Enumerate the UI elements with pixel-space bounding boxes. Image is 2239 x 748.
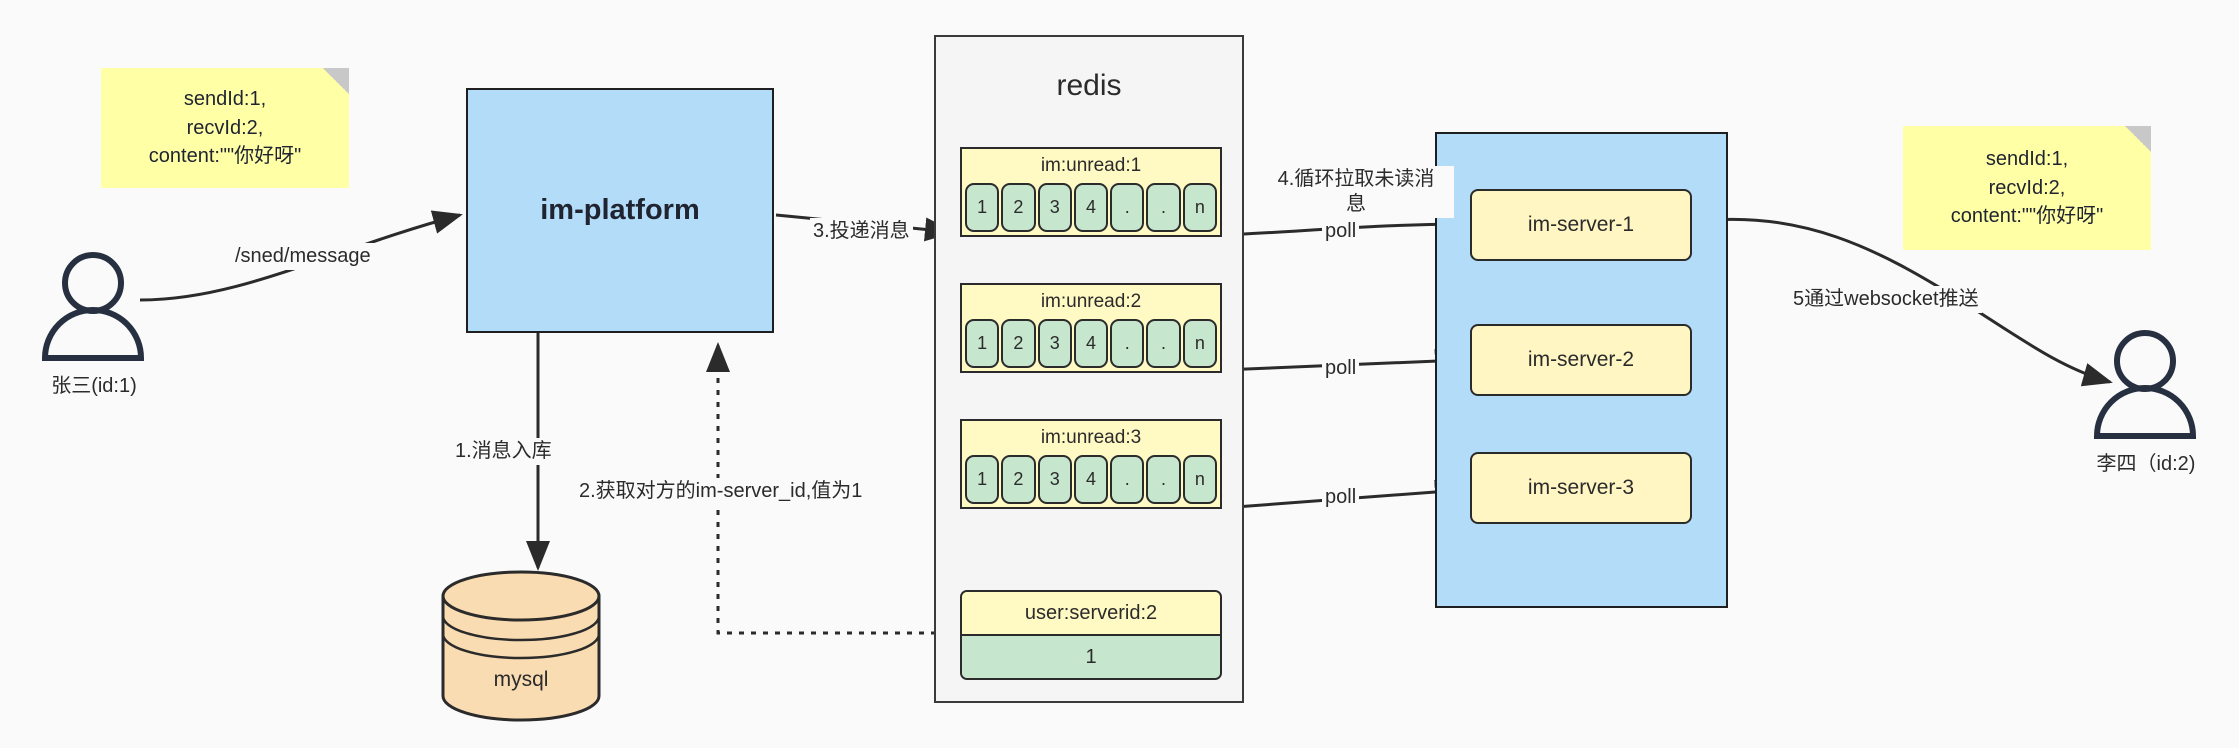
list-cell: . <box>1110 455 1145 504</box>
redis-list-im-unread-3[interactable]: im:unread:3 1 2 3 4 . . n <box>960 419 1222 509</box>
list-cell: n <box>1182 319 1217 368</box>
edge-label-poll-3: poll <box>1322 484 1360 511</box>
list-cell: 2 <box>1001 455 1036 504</box>
note-fold-corner <box>323 68 349 94</box>
im-server-cluster: im-server-1 im-server-2 im-server-3 <box>1435 132 1728 608</box>
edge-label-send-message: /sned/message <box>232 243 374 270</box>
database-cylinder-icon <box>441 570 601 722</box>
edge-label-step1: 1.消息入库 <box>452 438 555 465</box>
sender-actor: 张三(id:1) <box>20 240 168 397</box>
list-cell: . <box>1146 183 1181 232</box>
redis-list-2-cells: 1 2 3 4 . . n <box>962 319 1220 371</box>
redis-list-im-unread-1[interactable]: im:unread:1 1 2 3 4 . . n <box>960 147 1222 237</box>
note-receiver-line1: sendId:1, <box>1985 148 2069 171</box>
note-sender-line2: recvId:2, <box>186 116 264 139</box>
list-cell: 2 <box>1001 319 1036 368</box>
list-cell: 4 <box>1073 455 1109 504</box>
redis-list-im-unread-2[interactable]: im:unread:2 1 2 3 4 . . n <box>960 283 1222 373</box>
receiver-actor: 李四（id:2) <box>2072 318 2220 475</box>
list-cell: 3 <box>1037 455 1072 504</box>
note-sender-line3: content:""你好呀" <box>148 145 302 168</box>
im-platform-label: im-platform <box>540 194 700 226</box>
list-cell: n <box>1182 455 1217 504</box>
note-receiver-line3: content:""你好呀" <box>1950 205 2104 228</box>
note-fold-corner <box>2125 126 2151 152</box>
list-cell: . <box>1146 455 1181 504</box>
redis-kv-key: user:serverid:2 <box>962 592 1220 636</box>
receiver-label: 李四（id:2) <box>2096 453 2196 475</box>
im-server-1-box[interactable]: im-server-1 <box>1470 189 1692 261</box>
edge-redis-kv-to-platform <box>706 342 960 635</box>
im-platform-box[interactable]: im-platform <box>466 88 774 333</box>
redis-kv-user-serverid[interactable]: user:serverid:2 1 <box>960 590 1222 680</box>
redis-kv-value: 1 <box>962 636 1220 678</box>
list-cell: 4 <box>1073 319 1109 368</box>
redis-container: redis im:unread:1 1 2 3 4 . . n im:unrea… <box>934 35 1244 703</box>
list-cell: 4 <box>1073 183 1109 232</box>
list-cell: 1 <box>965 183 1000 232</box>
user-icon <box>2093 330 2197 439</box>
redis-list-3-cells: 1 2 3 4 . . n <box>962 455 1220 507</box>
edge-label-step5: 5通过websocket推送 <box>1790 286 1982 313</box>
redis-list-2-key: im:unread:2 <box>1040 291 1142 312</box>
note-sender-payload: sendId:1, recvId:2, content:""你好呀" <box>101 68 349 188</box>
list-cell: 3 <box>1037 183 1072 232</box>
edge-label-poll-2: poll <box>1322 355 1360 382</box>
im-server-1-label: im-server-1 <box>1527 213 1635 236</box>
user-icon <box>41 252 145 361</box>
im-server-2-label: im-server-2 <box>1527 348 1635 371</box>
note-receiver-line2: recvId:2, <box>1988 176 2066 199</box>
mysql-label: mysql <box>493 668 549 691</box>
note-receiver-payload: sendId:1, recvId:2, content:""你好呀" <box>1903 126 2151 250</box>
list-cell: 1 <box>965 455 1000 504</box>
sender-label: 张三(id:1) <box>51 375 137 397</box>
redis-list-1-cells: 1 2 3 4 . . n <box>962 183 1220 235</box>
redis-list-1-key: im:unread:1 <box>1040 155 1142 176</box>
edge-label-poll-1: poll <box>1322 218 1360 245</box>
list-cell: 2 <box>1001 183 1036 232</box>
redis-title: redis <box>1056 69 1122 102</box>
edge-label-step3: 3.投递消息 <box>810 218 913 245</box>
list-cell: . <box>1110 183 1145 232</box>
list-cell: 1 <box>965 319 1000 368</box>
list-cell: 3 <box>1037 319 1072 368</box>
redis-list-3-key: im:unread:3 <box>1040 427 1142 448</box>
edge-sender-to-platform <box>139 210 463 302</box>
list-cell: . <box>1110 319 1145 368</box>
im-server-3-box[interactable]: im-server-3 <box>1470 452 1692 524</box>
list-cell: . <box>1146 319 1181 368</box>
mysql-database[interactable]: mysql <box>438 570 638 722</box>
list-cell: n <box>1182 183 1217 232</box>
im-server-3-label: im-server-3 <box>1527 476 1635 499</box>
edge-label-step4: 4.循环拉取未读消 息 <box>1258 166 1454 218</box>
note-sender-line1: sendId:1, <box>183 88 267 111</box>
im-server-2-box[interactable]: im-server-2 <box>1470 324 1692 396</box>
edge-label-step2: 2.获取对方的im-server_id,值为1 <box>576 478 866 505</box>
